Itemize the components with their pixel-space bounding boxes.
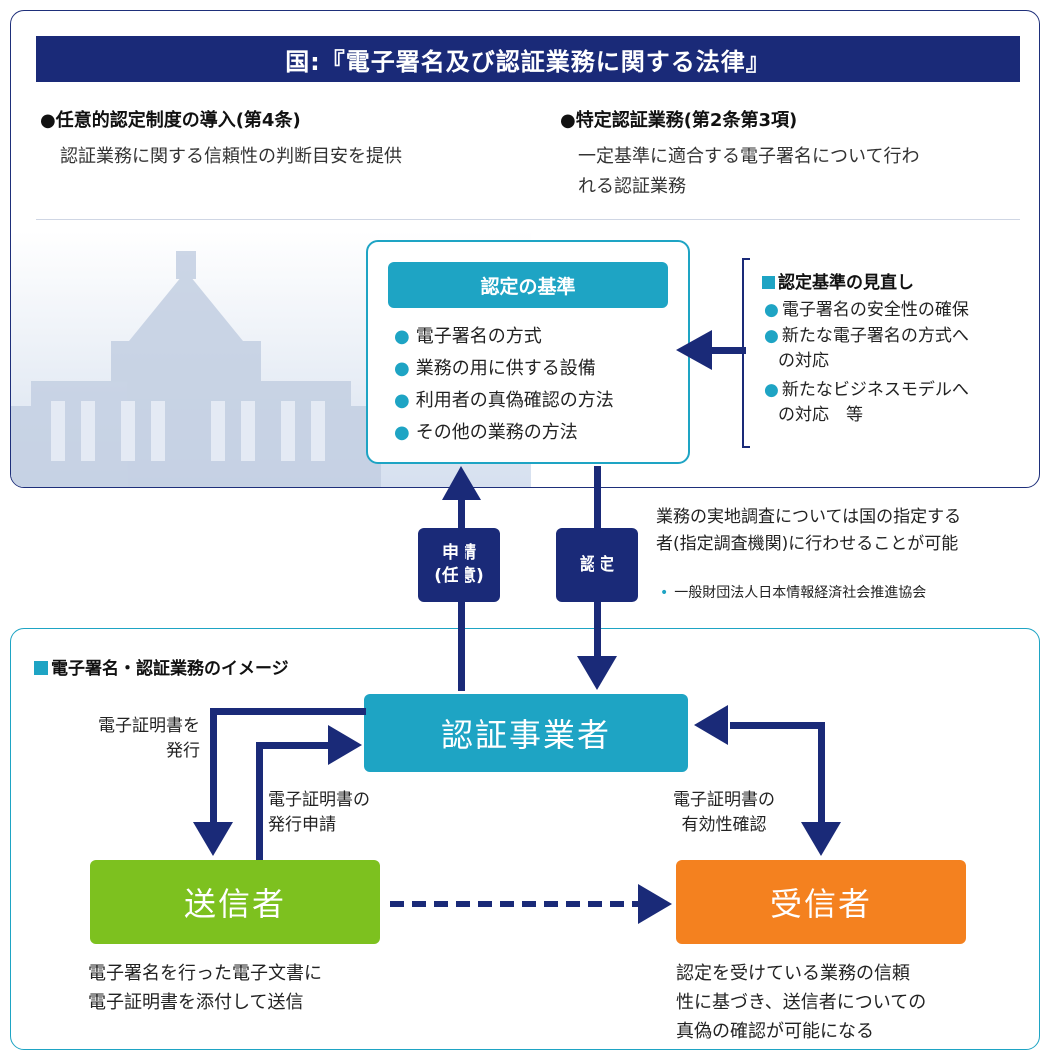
law-title-bar: 国:『電子署名及び認証業務に関する法律』 xyxy=(36,36,1020,82)
review-item: ●新たなビジネスモデルへ の対応 等 xyxy=(764,380,969,425)
receiver-box: 受信者 xyxy=(676,860,966,944)
receiver-description: 認定を受けている業務の信頼 性に基づき、送信者についての 真偽の確認が可能になる xyxy=(676,963,927,1042)
left-section-heading: ●任意的認定制度の導入(第4条) xyxy=(40,110,301,131)
bullet-icon: ● xyxy=(394,326,410,347)
issue-label: 電子証明書を 発行 xyxy=(98,716,200,761)
criteria-item: ●利用者の真偽確認の方法 xyxy=(394,390,614,411)
right-section-heading: ●特定認証業務(第2条第3項) xyxy=(560,110,798,131)
diet-building-icon xyxy=(11,251,381,487)
right-section-body: 一定基準に適合する電子署名について行わ れる認証業務 xyxy=(578,142,919,201)
review-item: ●新たな電子署名の方式へ の対応 xyxy=(764,326,969,371)
validity-label: 電子証明書の 有効性確認 xyxy=(673,790,775,835)
bullet-icon: • xyxy=(660,585,669,601)
right-section-body-line: れる認証業務 xyxy=(578,175,686,197)
left-section-body: 認証業務に関する信頼性の判断目安を提供 xyxy=(60,146,402,167)
review-title: 認定基準の見直し xyxy=(762,268,914,293)
apply-label-box: 申請 (任意) xyxy=(418,528,500,602)
bullet-icon: ● xyxy=(394,390,410,411)
square-marker-icon xyxy=(762,276,775,289)
certification-authority-box: 認証事業者 xyxy=(364,694,688,772)
square-marker-icon xyxy=(34,661,48,675)
apply-label-line: (任意) xyxy=(434,566,484,586)
survey-text: 業務の実地調査については国の指定する 者(指定調査機関)に行わせることが可能 xyxy=(656,504,961,558)
bullet-icon: ● xyxy=(764,326,779,346)
bullet-icon: ● xyxy=(764,380,779,400)
building-background-image xyxy=(11,231,531,487)
survey-note: •一般財団法人日本情報経済社会推進協会 xyxy=(660,585,927,601)
review-bracket xyxy=(742,258,750,448)
bullet-icon: ● xyxy=(394,422,410,443)
criteria-item: ●その他の業務の方法 xyxy=(394,422,578,443)
apply-label-line: 申請 xyxy=(441,543,476,564)
bullet-icon: ● xyxy=(764,300,779,320)
survey-text-line: 者(指定調査機関)に行わせることが可能 xyxy=(656,534,959,555)
sender-description: 電子署名を行った電子文書に 電子証明書を添付して送信 xyxy=(88,963,322,1013)
right-section-body-line: 一定基準に適合する電子署名について行わ xyxy=(578,146,920,167)
criteria-item: ●電子署名の方式 xyxy=(394,326,542,347)
image-title: 電子署名・認証業務のイメージ xyxy=(34,654,289,679)
criteria-title: 認定の基準 xyxy=(388,262,668,308)
certify-label-box: 認定 xyxy=(556,528,638,602)
bullet-icon: ● xyxy=(394,358,410,379)
request-label: 電子証明書の 発行申請 xyxy=(268,790,370,835)
top-panel xyxy=(10,10,1040,488)
section-divider xyxy=(36,219,1020,220)
survey-text-line: 業務の実地調査については国の指定する xyxy=(656,507,962,527)
sender-box: 送信者 xyxy=(90,860,380,944)
criteria-item: ●業務の用に供する設備 xyxy=(394,358,596,379)
review-item: ●電子署名の安全性の確保 xyxy=(764,300,969,320)
